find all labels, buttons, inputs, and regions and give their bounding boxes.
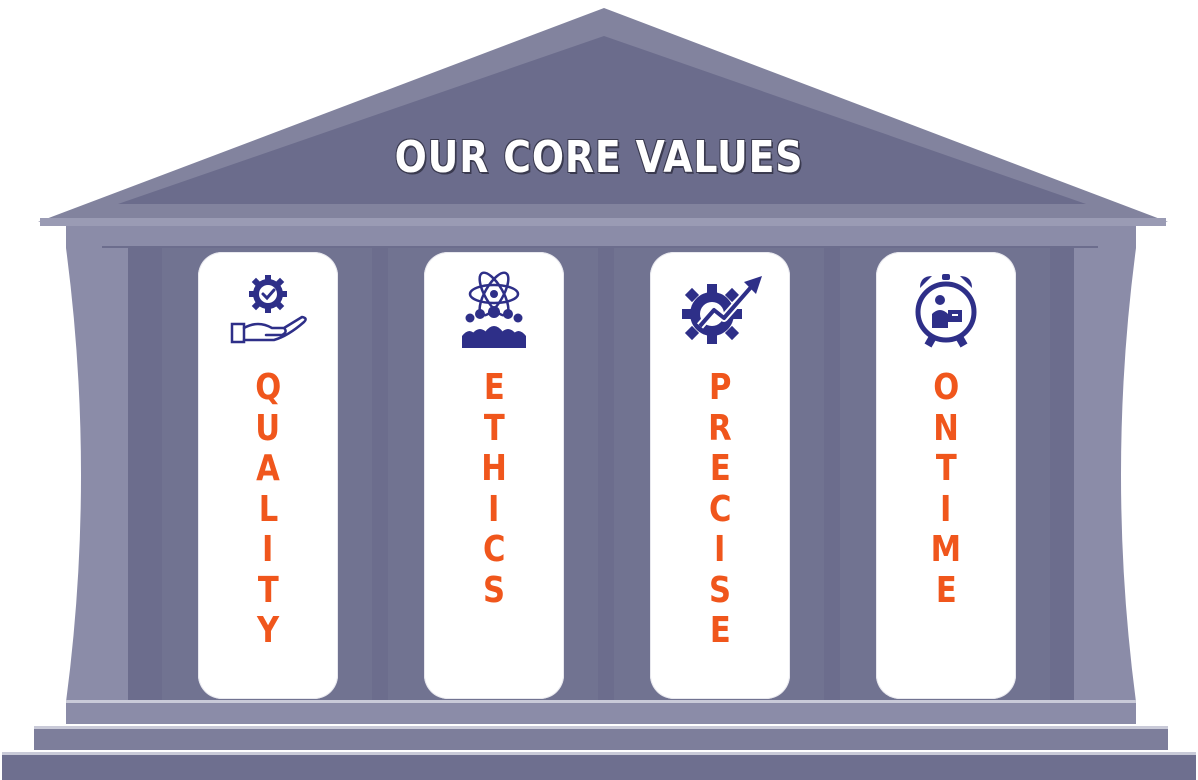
value-letter: I	[940, 488, 952, 530]
value-letter: I	[488, 488, 500, 530]
hand-holding-gear-checkmark-icon	[218, 270, 318, 350]
step-1	[66, 700, 1136, 724]
value-letter: Y	[256, 610, 280, 651]
value-letter: E	[709, 448, 731, 489]
value-letter: N	[933, 407, 959, 449]
step-3-top	[2, 752, 1196, 755]
value-letter: T	[257, 569, 279, 611]
roof-band	[40, 218, 1166, 226]
step-3	[2, 752, 1196, 780]
column-right	[1074, 248, 1136, 702]
value-letter: A	[256, 448, 280, 489]
value-letter: T	[483, 407, 505, 449]
value-letter: C	[708, 488, 732, 530]
value-letter: E	[483, 367, 505, 408]
value-letter: P	[708, 367, 732, 408]
page-title: OUR CORE VALUES	[394, 132, 804, 183]
gear-growth-arrow-icon	[670, 270, 770, 350]
value-letter: T	[935, 448, 957, 489]
temple-pediment	[118, 36, 1086, 204]
value-letter: O	[932, 367, 960, 408]
value-letter: Q	[254, 367, 282, 408]
step-2	[34, 726, 1168, 750]
value-letter: R	[708, 407, 732, 449]
value-letter: I	[714, 529, 726, 570]
value-letter: S	[482, 569, 506, 611]
column-left	[66, 248, 128, 702]
step-1-top	[66, 700, 1136, 703]
value-letter: H	[481, 448, 507, 489]
step-2-top	[34, 726, 1168, 729]
value-letter: E	[709, 610, 731, 651]
value-letter: L	[258, 488, 278, 530]
value-letter: U	[255, 407, 281, 449]
value-letter: C	[482, 529, 506, 570]
value-letter: S	[708, 569, 732, 611]
value-letter: M	[930, 529, 962, 570]
value-letter: I	[262, 529, 274, 570]
value-letter: E	[935, 569, 957, 611]
entablature	[66, 226, 1136, 248]
alarm-clock-delivery-icon	[896, 270, 996, 350]
team-atom-icon	[444, 270, 544, 350]
